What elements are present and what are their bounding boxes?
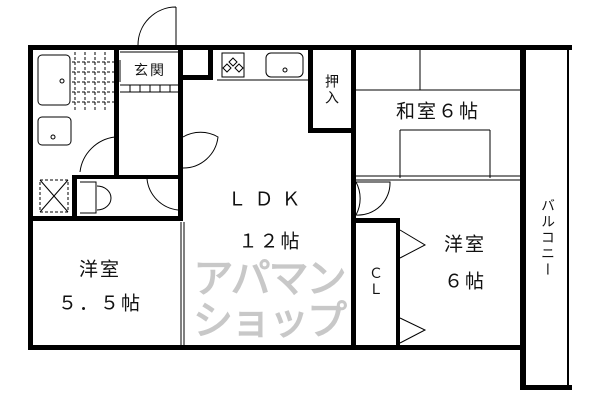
watermark-line-1: アパマン [193, 256, 346, 302]
entrance-label: 玄関 [134, 63, 166, 79]
ldk-name-label: ＬＤＫ [227, 188, 309, 211]
closet-cl-label: ＣＬ [367, 266, 383, 298]
western-left-name: 洋室 [78, 258, 122, 281]
watermark-logo: アパマン ショップ [188, 258, 350, 342]
fixtures [37, 6, 523, 350]
western-right-name: 洋室 [443, 233, 487, 256]
washitsu-label: 和室６帖 [395, 100, 481, 123]
oshiire-label: 押入 [323, 74, 339, 106]
watermark-line-2: ショップ [193, 298, 347, 344]
walls [28, 45, 572, 390]
western-left-size: ５．５帖 [57, 292, 143, 315]
ldk-size-label: １２帖 [238, 230, 302, 253]
balcony-label: バルコニー [539, 198, 555, 278]
western-right-size: ６帖 [443, 270, 487, 293]
